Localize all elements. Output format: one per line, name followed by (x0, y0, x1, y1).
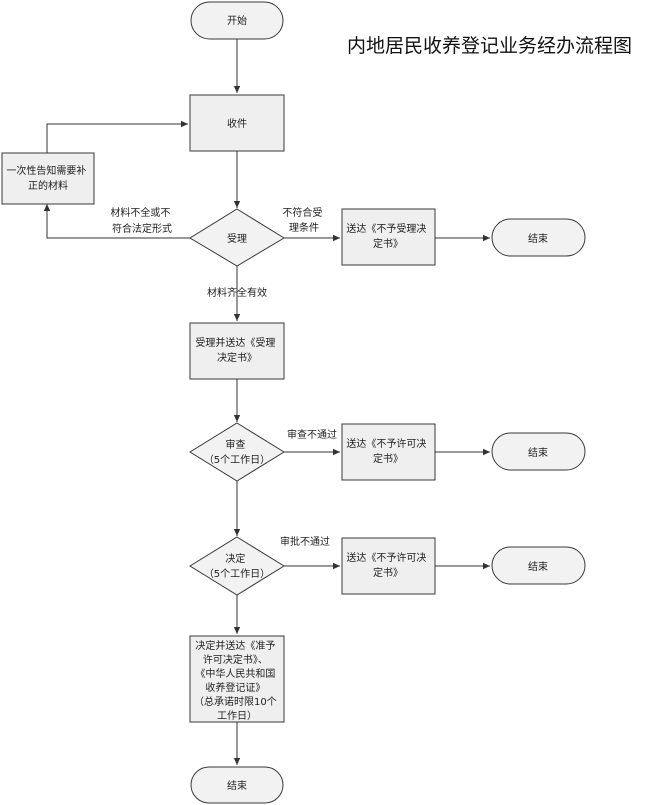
diagram-title: 内地居民收养登记业务经办流程图 (347, 35, 632, 57)
svg-text:决定并送达《准予 许可决定书》、 《: 决定并送达《准予 许可决定书》、 《中华人民共和国 收养登记证》 （总承诺时限1… (194, 639, 280, 722)
svg-text:决定 （5个工作日）: 决定 （5个工作日） (204, 552, 270, 580)
edge-labels: 材料不全或不 符合法定形式 不符合受 理条件 材料齐全有效 审查不通过 审批不通… (110, 206, 337, 548)
node-reject-review: 送达《不予许可决 定书》 (341, 423, 436, 481)
svg-text:收件: 收件 (227, 117, 247, 130)
svg-text:审查 （5个工作日）: 审查 （5个工作日） (204, 438, 270, 466)
edge-notify-receive (46, 120, 188, 153)
node-end-1: 结束 (491, 218, 586, 257)
node-reject-accept: 送达《不予受理决 定书》 (341, 208, 436, 266)
svg-text:结束: 结束 (227, 779, 247, 792)
edge-label-complete: 材料齐全有效 (207, 286, 267, 299)
edges (43, 39, 490, 765)
edge-label-approve-fail: 审批不通过 (280, 535, 330, 548)
svg-text:受理并送达《受理 决定书》: 受理并送达《受理 决定书》 (195, 336, 278, 364)
node-review: 审查 （5个工作日） (189, 422, 285, 482)
edge-label-review-fail: 审查不通过 (287, 428, 337, 441)
svg-text:受理: 受理 (227, 233, 247, 245)
node-end-3: 结束 (491, 546, 586, 585)
svg-text:送达《不予许可决 定书》: 送达《不予许可决 定书》 (346, 437, 429, 465)
node-accept-send: 受理并送达《受理 决定书》 (189, 322, 285, 380)
edge-accept-notify (43, 204, 190, 239)
svg-text:送达《不予受理决 定书》: 送达《不予受理决 定书》 (346, 222, 429, 250)
node-accept: 受理 (189, 208, 285, 267)
svg-text:开始: 开始 (227, 14, 247, 27)
svg-text:结束: 结束 (528, 446, 548, 459)
svg-text:一次性告知需要补 正的材料: 一次性告知需要补 正的材料 (6, 164, 89, 192)
edge-label-not-qualified: 不符合受 理条件 (282, 206, 325, 234)
node-reject-decide: 送达《不予许可决 定书》 (341, 537, 436, 595)
node-notify: 一次性告知需要补 正的材料 (1, 152, 95, 205)
node-start: 开始 (190, 1, 284, 40)
edge-label-incomplete: 材料不全或不 符合法定形式 (110, 206, 173, 235)
node-end-2: 结束 (491, 432, 586, 471)
node-decide: 决定 （5个工作日） (189, 536, 285, 596)
node-approve: 决定并送达《准予 许可决定书》、 《中华人民共和国 收养登记证》 （总承诺时限1… (189, 635, 285, 723)
svg-text:结束: 结束 (528, 232, 548, 245)
svg-text:送达《不予许可决 定书》: 送达《不予许可决 定书》 (346, 551, 429, 579)
svg-text:结束: 结束 (528, 560, 548, 573)
node-end-4: 结束 (190, 766, 284, 804)
node-receive: 收件 (189, 94, 285, 152)
